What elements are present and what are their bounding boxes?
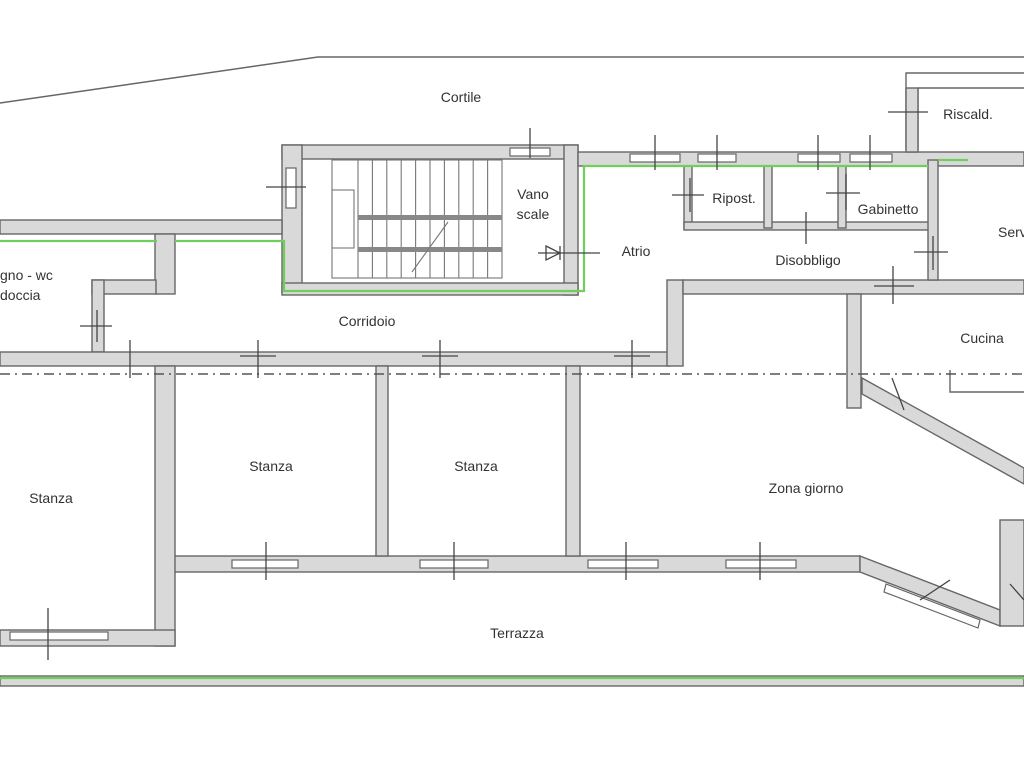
- label-servizi: Serv: [998, 224, 1024, 240]
- room-labels: Cortile Riscald. Vano scale Atrio Ripost…: [0, 89, 1024, 641]
- label-bagno-wc: gno - wc: [0, 267, 53, 283]
- property-boundary: [0, 158, 1024, 680]
- label-vano: Vano: [517, 186, 549, 202]
- label-stanza-3: Stanza: [454, 458, 498, 474]
- label-gabinetto: Gabinetto: [858, 201, 919, 217]
- label-riscald: Riscald.: [943, 106, 993, 122]
- label-ripost: Ripost.: [712, 190, 756, 206]
- label-corridoio: Corridoio: [339, 313, 396, 329]
- kitchen-outline: [949, 370, 1024, 393]
- staircase: [331, 159, 503, 279]
- label-terrazza: Terrazza: [490, 625, 544, 641]
- label-stanza-2: Stanza: [249, 458, 293, 474]
- label-stanza-1: Stanza: [29, 490, 73, 506]
- exterior-walls: [0, 87, 1024, 687]
- label-disobbligo: Disobbligo: [775, 252, 841, 268]
- label-atrio: Atrio: [622, 243, 651, 259]
- label-cucina: Cucina: [960, 330, 1004, 346]
- door-markers: [47, 111, 1024, 660]
- label-zona-giorno: Zona giorno: [769, 480, 844, 496]
- label-cortile: Cortile: [441, 89, 482, 105]
- label-bagno-doccia: doccia: [0, 287, 41, 303]
- label-scale: scale: [517, 206, 550, 222]
